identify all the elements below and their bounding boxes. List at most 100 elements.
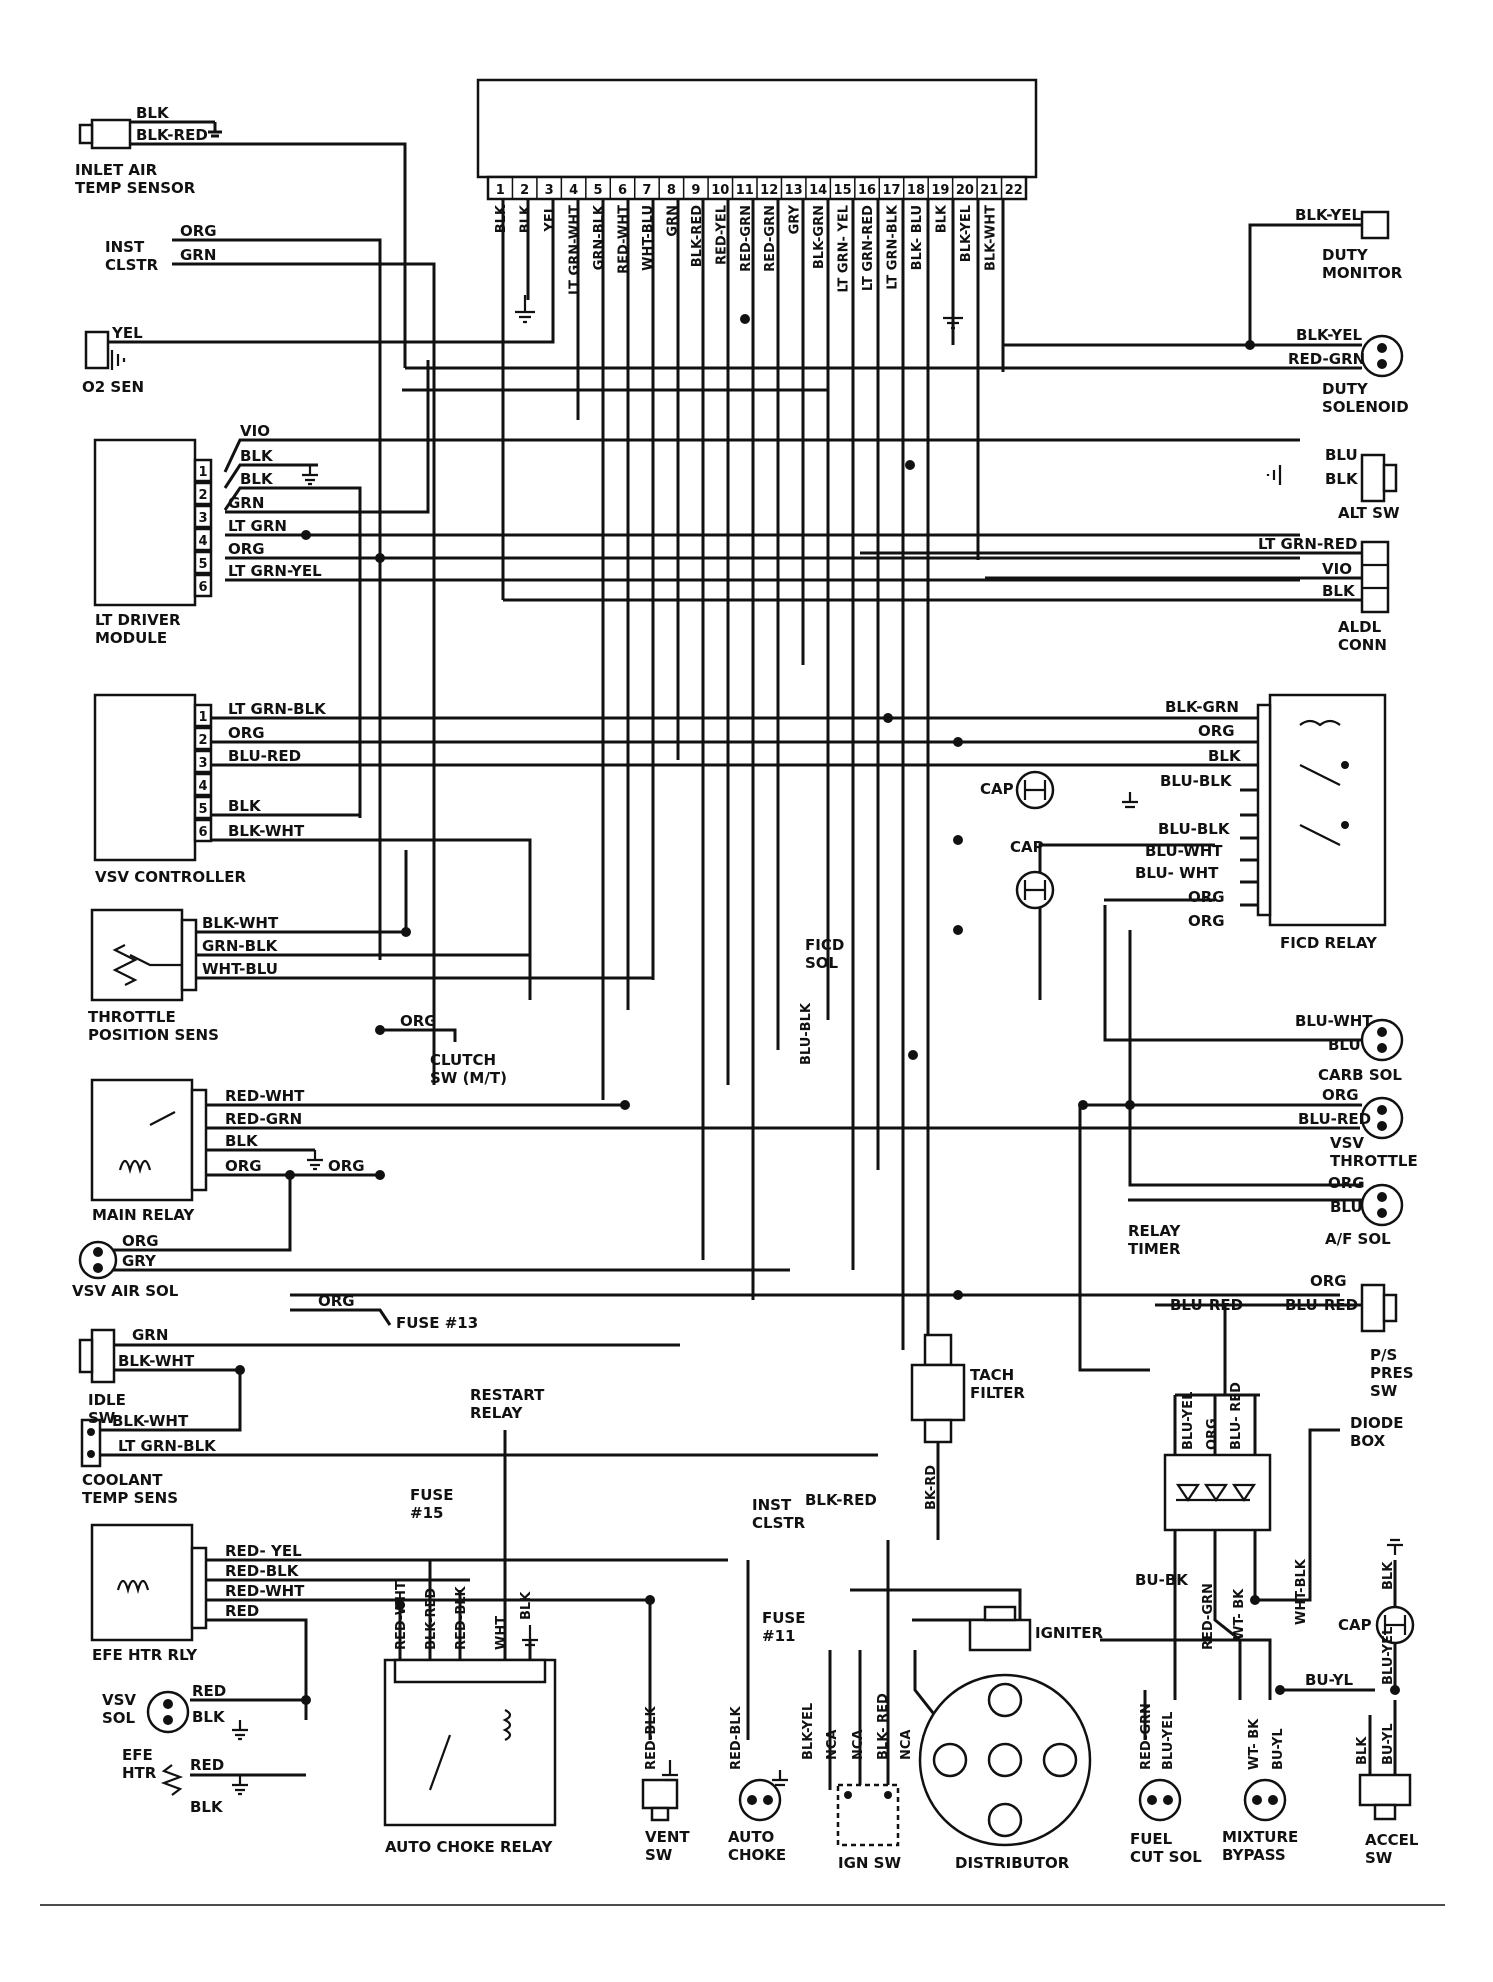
ecm-pin-number: 5: [594, 183, 603, 198]
ecm-pin-number: 14: [809, 183, 827, 198]
alt-sw-label: ALT SW: [1338, 504, 1400, 522]
ecm-pin-number: 21: [980, 183, 998, 198]
ecm-pin-wire-label: BLK-GRN: [812, 205, 827, 269]
carb-sol: [1360, 1018, 1404, 1062]
fuel-cut-sol: [1138, 1778, 1182, 1822]
ecm-pin-wire-label: LT GRN- YEL: [837, 205, 852, 293]
wire-label: BLK-RED: [136, 126, 208, 144]
wire-label: BLU: [1325, 446, 1358, 464]
wire-label: BLK-WHT: [112, 1412, 189, 1430]
wire-label: BLU-YEL: [1161, 1712, 1176, 1770]
connector-pin: [193, 772, 213, 797]
connector-pin: [193, 573, 213, 598]
wire-label: BU-YL: [1305, 1671, 1353, 1689]
ign-sw-label: IGN SW: [838, 1854, 901, 1872]
wire-label: ORG: [122, 1232, 159, 1250]
auto-choke-relay: [383, 1658, 557, 1827]
connector-pin-number: 4: [198, 534, 207, 549]
auto-choke-relay-label: AUTO CHOKE RELAY: [385, 1838, 553, 1856]
wire-label: BLK: [190, 1798, 224, 1816]
wire-label: BLU-YEL: [1181, 1392, 1196, 1450]
throttle-position-sensor: [90, 908, 198, 1002]
connector-pin-number: 6: [198, 825, 207, 840]
wire-label: NCA: [825, 1730, 840, 1760]
wire-label: RED: [225, 1602, 259, 1620]
wire-label: BLK: [1322, 582, 1356, 600]
vsv-throttle: [1360, 1096, 1404, 1140]
cap-label: CAP: [1010, 838, 1044, 856]
igniter-label: IGNITER: [1035, 1624, 1104, 1642]
inlet-air-sensor: [78, 118, 132, 150]
diode-box: [1163, 1453, 1272, 1532]
connector-pin: [193, 703, 213, 728]
connector-pin-number: 2: [198, 733, 207, 748]
wire-label: ORG: [1198, 722, 1235, 740]
wire-label: BLK-YEL: [801, 1703, 816, 1760]
wire-label: VIO: [240, 422, 270, 440]
ecm-pin-number: 8: [667, 183, 676, 198]
af-sol-label: A/F SOL: [1325, 1230, 1391, 1248]
wire-label: BLU- RED: [1229, 1382, 1244, 1450]
ecm-pin-number: 3: [545, 183, 554, 198]
duty-monitor: [1360, 210, 1390, 240]
wire-label: WT- BK: [1232, 1588, 1247, 1640]
wire-label: GRN: [228, 494, 264, 512]
wire-label: WHT-BLK: [1294, 1558, 1309, 1625]
wire-label: BLU: [1330, 1198, 1363, 1216]
wire-label: YEL: [111, 324, 143, 342]
ignition-switch: [836, 1783, 900, 1847]
wire-label: ORG: [1188, 888, 1225, 906]
ecm-pin-number: 2: [520, 183, 529, 198]
connector-pin: [193, 527, 213, 552]
wire-label: GRN: [132, 1326, 168, 1344]
ecm-pin-number: 17: [882, 183, 900, 198]
ecm-pin-number: 13: [785, 183, 803, 198]
wire-label: WHT-BLU: [202, 960, 278, 978]
wire-label: BLK: [192, 1708, 226, 1726]
wire-label: BLK-WHT: [228, 822, 305, 840]
efe-htr-rly-label: EFE HTR RLY: [92, 1646, 198, 1664]
wire-label: RED-WHT: [225, 1087, 305, 1105]
connector-pin: [193, 726, 213, 751]
junction-dots: [235, 314, 1400, 1705]
wire-label: ORG: [1310, 1272, 1347, 1290]
wire-label: WHT: [494, 1616, 509, 1650]
wire-label: BLK-RED: [424, 1588, 439, 1650]
ecm-pin-number: 16: [858, 183, 876, 198]
connector-pin-number: 4: [198, 779, 207, 794]
vent-switch: [641, 1778, 679, 1822]
ecm-pin-number: 18: [907, 183, 925, 198]
ecm-pin-number: 11: [736, 183, 754, 198]
o2-sen-label: O2 SEN: [82, 378, 144, 396]
ficd-capacitor-2: [1015, 870, 1055, 910]
ecm-pin-wire-label: GRY: [788, 204, 803, 234]
ecm-pin-number: 10: [711, 183, 729, 198]
wire-label: ORG: [328, 1157, 365, 1175]
ecm-pin-number: 20: [956, 183, 974, 198]
wire-label: RED-BLK: [729, 1705, 744, 1770]
wire-label: BLU-BLK: [799, 1002, 814, 1065]
wire-label: BLU-RED: [1170, 1296, 1243, 1314]
wire-label: GRN-BLK: [202, 937, 279, 955]
ecm-pin-wire-label: BLK- BLU: [910, 205, 925, 270]
wire-label: BLK-YEL: [1295, 206, 1361, 224]
wire-label: ORG: [1328, 1174, 1365, 1192]
wire-label: BLK: [1325, 470, 1359, 488]
mixture-bypass: [1243, 1778, 1287, 1822]
vsv-controller-label: VSV CONTROLLER: [95, 868, 246, 886]
ecm-pin-number: 4: [569, 183, 578, 198]
fuse-15-label: FUSE#15: [410, 1486, 453, 1522]
wire-label: RED-WHT: [225, 1582, 305, 1600]
wire-label: BLU-BLK: [1158, 820, 1231, 838]
main-relay-label: MAIN RELAY: [92, 1206, 195, 1224]
